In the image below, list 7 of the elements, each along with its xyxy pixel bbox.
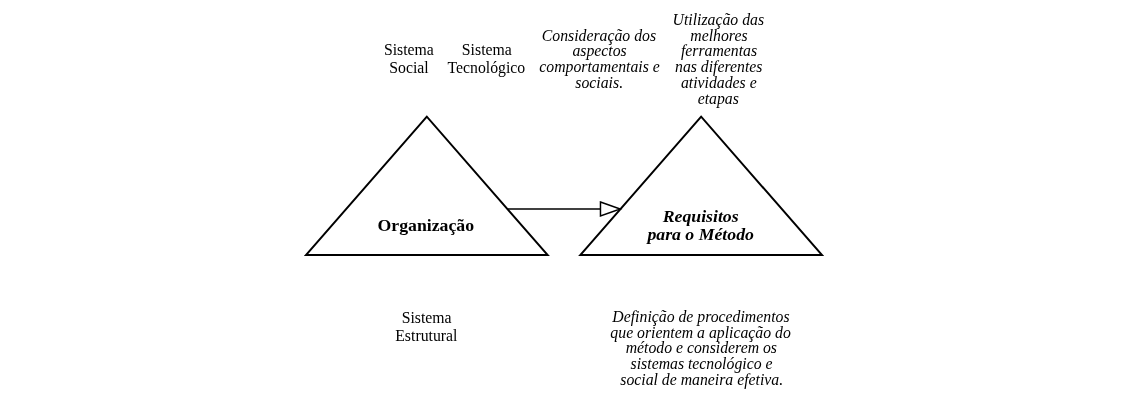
node-label: Sistema Social bbox=[383, 41, 434, 77]
node-label: Definição de procedimentos que orientem a aplicação do método e considerem os sistemas tecnológico e social de maneira efetiva. bbox=[609, 307, 791, 388]
arrow bbox=[506, 201, 622, 217]
node-label: Utilização das melhores ferramentas nas diferentes atividades e etapas bbox=[672, 10, 764, 107]
node-label: Sistema Tecnológico bbox=[447, 41, 525, 77]
node-label: Consideração dos aspectos comportamentais e sociais. bbox=[538, 26, 660, 91]
node-label: Sistema Estrutural bbox=[394, 308, 457, 344]
